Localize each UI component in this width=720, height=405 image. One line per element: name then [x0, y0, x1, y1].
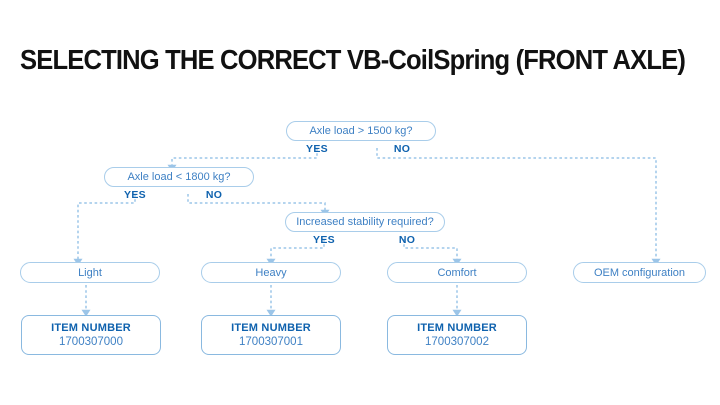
- decision-question-text: Increased stability required?: [296, 216, 434, 228]
- item-number-box-1700307001[interactable]: ITEM NUMBER 1700307001: [201, 315, 341, 355]
- outcome-label: Comfort: [437, 266, 477, 279]
- page-title: SELECTING THE CORRECT VB-CoilSpring (FRO…: [20, 44, 686, 75]
- branch-label-d1-no: NO: [393, 143, 411, 155]
- outcome-node-heavy[interactable]: Heavy: [201, 262, 341, 283]
- item-number-value: 1700307000: [59, 336, 123, 348]
- branch-label-d3-no: NO: [398, 234, 416, 246]
- decision-question-text: Axle load < 1800 kg?: [127, 171, 231, 183]
- outcome-node-oem-configuration[interactable]: OEM configuration: [573, 262, 706, 283]
- outcome-node-comfort[interactable]: Comfort: [387, 262, 527, 283]
- outcome-label: Light: [78, 266, 102, 279]
- outcome-label: Heavy: [255, 266, 287, 279]
- item-number-label: ITEM NUMBER: [231, 322, 311, 334]
- item-number-label: ITEM NUMBER: [51, 322, 131, 334]
- decision-node-axle-load-1500[interactable]: Axle load > 1500 kg?: [286, 121, 436, 141]
- decision-node-axle-load-1800[interactable]: Axle load < 1800 kg?: [104, 167, 254, 187]
- branch-label-d2-no: NO: [205, 189, 223, 201]
- decision-question-text: Axle load > 1500 kg?: [309, 125, 413, 137]
- item-number-label: ITEM NUMBER: [417, 322, 497, 334]
- item-number-value: 1700307001: [239, 336, 303, 348]
- branch-label-d3-yes: YES: [313, 234, 335, 246]
- outcome-label: OEM configuration: [593, 266, 686, 279]
- branch-label-d1-yes: YES: [306, 143, 328, 155]
- item-number-value: 1700307002: [425, 336, 489, 348]
- outcome-node-light[interactable]: Light: [20, 262, 160, 283]
- item-number-box-1700307002[interactable]: ITEM NUMBER 1700307002: [387, 315, 527, 355]
- decision-node-increased-stability[interactable]: Increased stability required?: [285, 212, 445, 232]
- wire-d2-yes-to-light: [73, 194, 136, 266]
- item-number-box-1700307000[interactable]: ITEM NUMBER 1700307000: [21, 315, 161, 355]
- branch-label-d2-yes: YES: [124, 189, 146, 201]
